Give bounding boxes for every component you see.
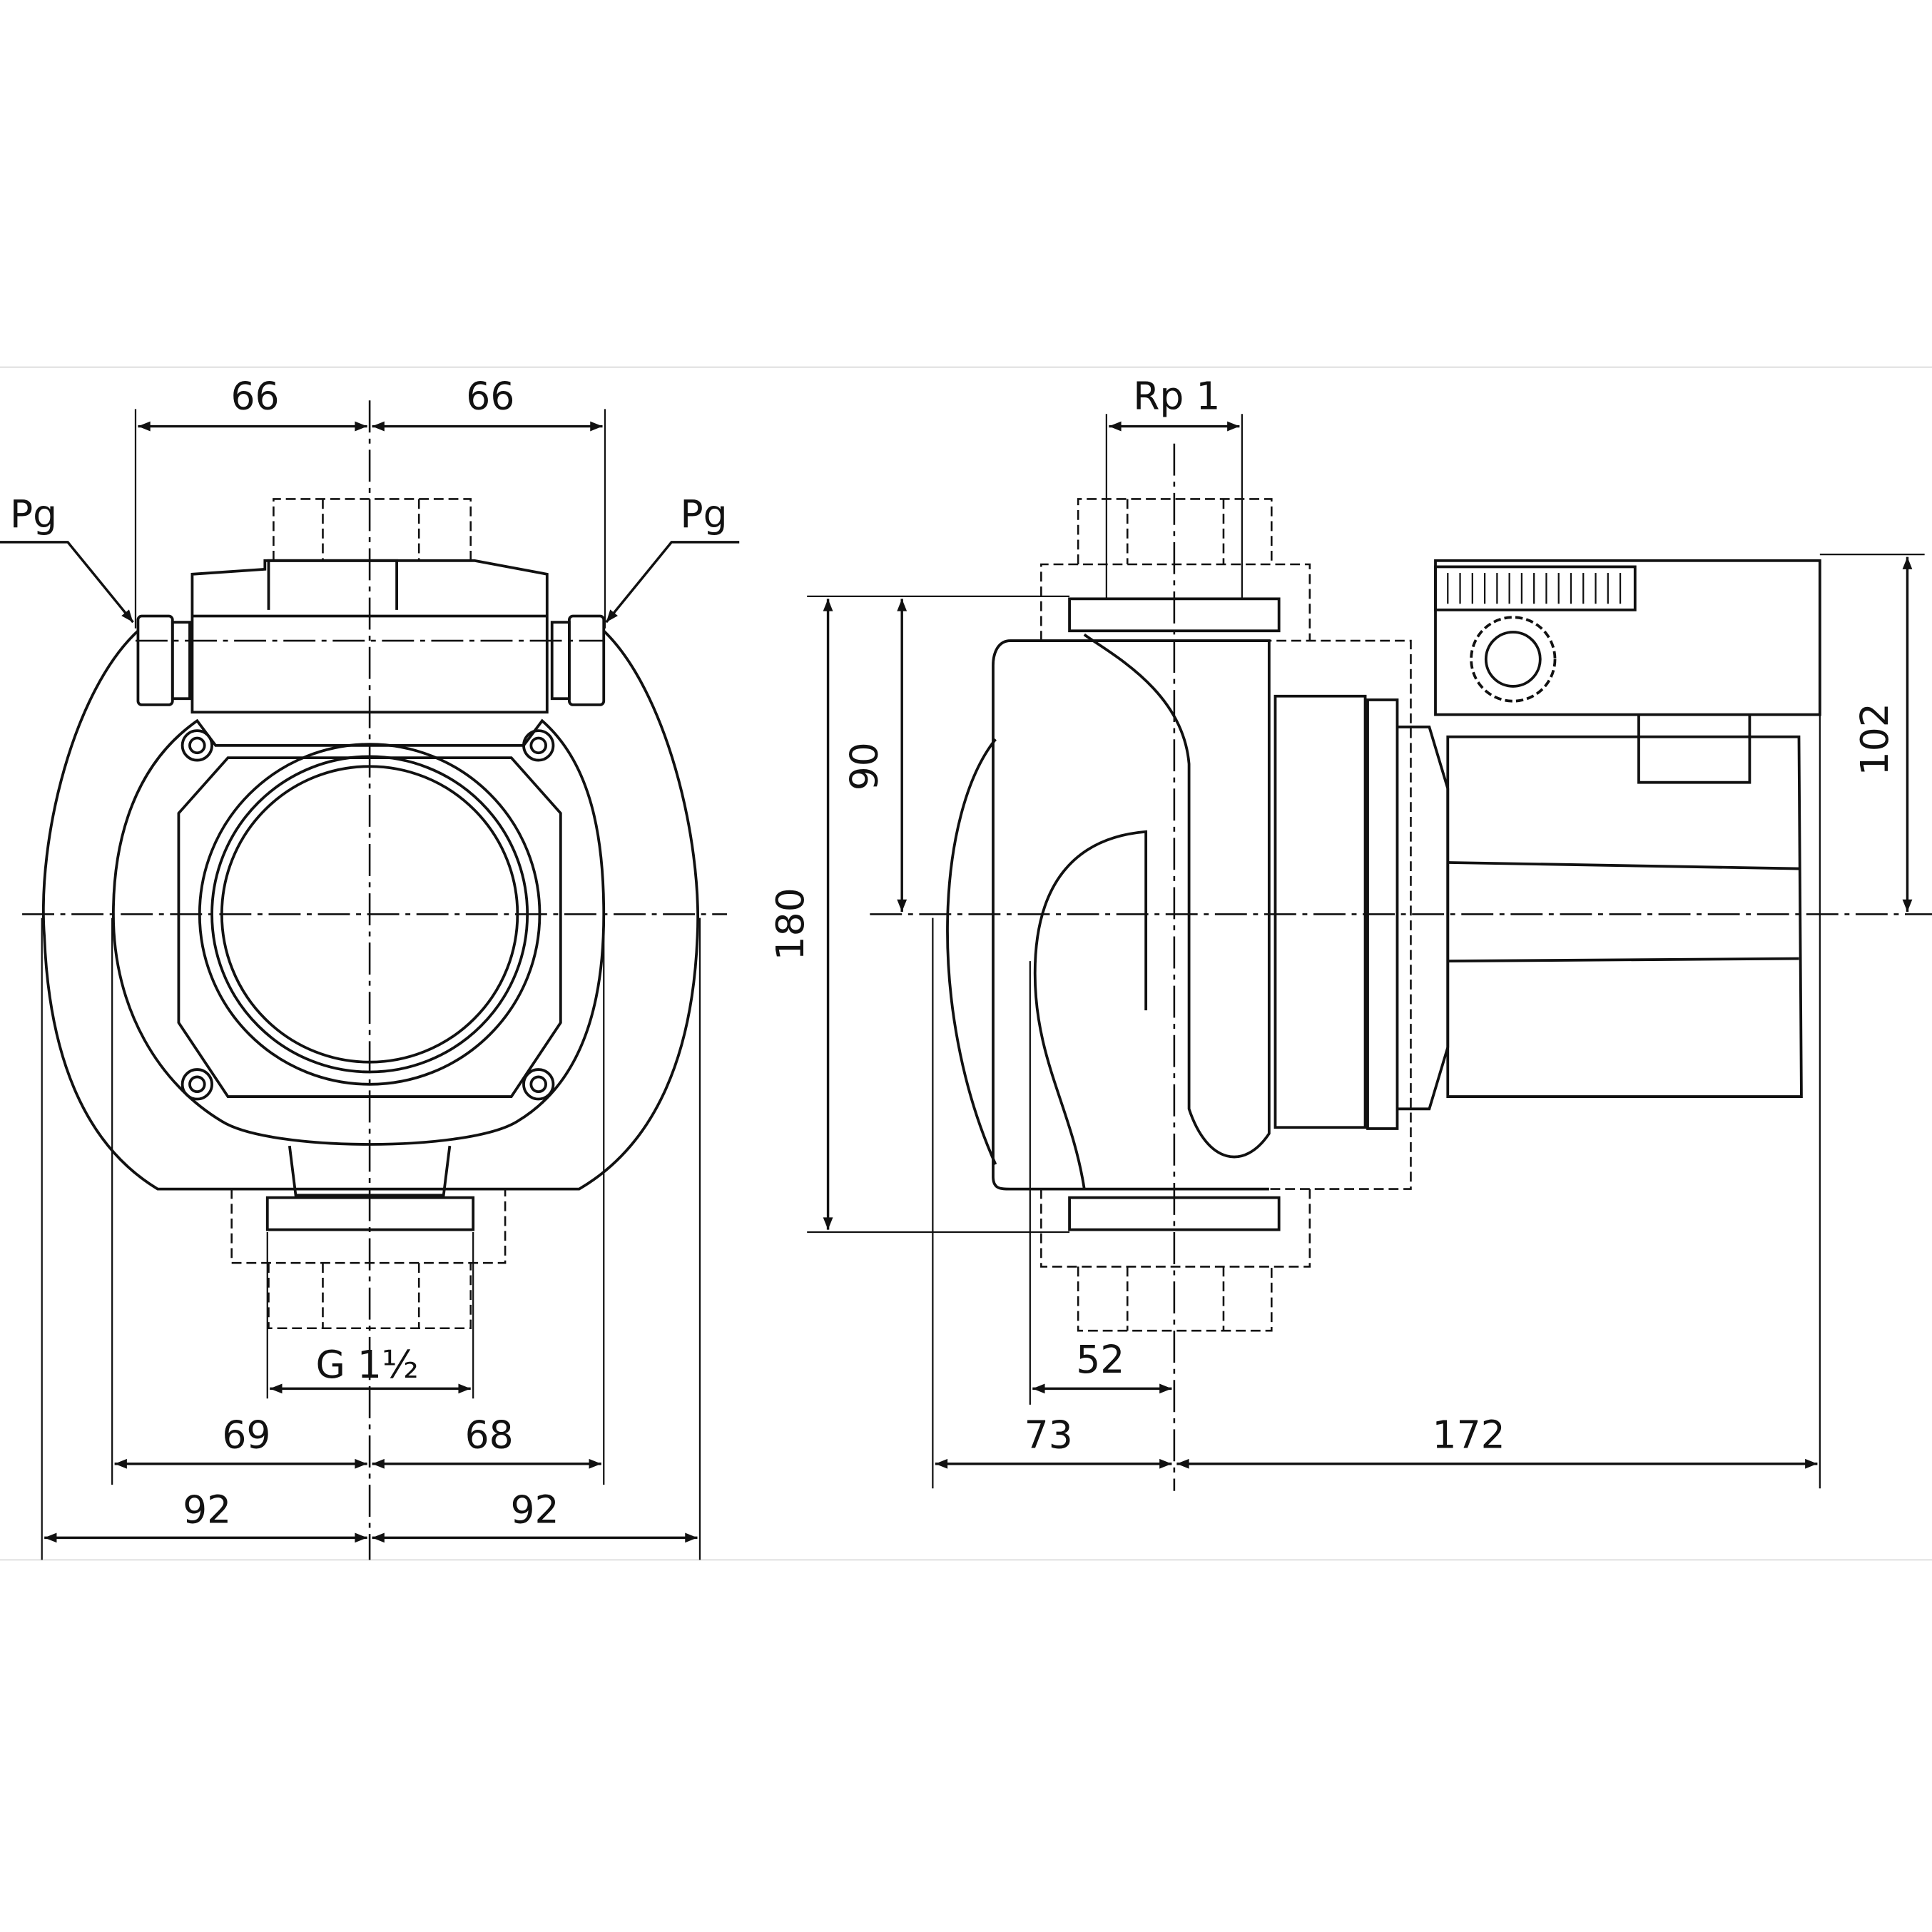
dim-outer-right-label: 92 — [510, 1488, 559, 1532]
side-bottom-union-outline — [1040, 1189, 1311, 1332]
motor-flange-body — [111, 718, 606, 1146]
dim-inner-left-label: 69 — [222, 1412, 270, 1457]
dim-thread-label: G 1½ — [315, 1342, 418, 1387]
pg-left-label: Pg — [10, 492, 57, 537]
motor-can — [1446, 735, 1803, 1098]
side-bottom-flange — [1068, 1196, 1281, 1231]
dim-total-height-label: 180 — [768, 888, 813, 960]
dim-left-depth-label: 73 — [1025, 1412, 1073, 1457]
pump-bore-inner — [220, 765, 519, 1064]
dim-flange-offset-label: 52 — [1076, 1337, 1124, 1382]
bolt-holes — [181, 729, 555, 1101]
bottom-flange — [265, 1196, 475, 1231]
dim-motor-height-label: 102 — [1852, 703, 1897, 776]
dim-outer-left-label: 92 — [183, 1488, 231, 1532]
dim-top-right-label: 66 — [466, 373, 514, 418]
pump-bore-outer — [198, 743, 542, 1086]
pg-left-leader — [0, 541, 134, 624]
pg-right-leader — [605, 541, 740, 624]
volute-body — [992, 633, 1271, 1191]
pump-housing-octagon — [177, 756, 562, 1098]
dim-port-label: Rp 1 — [1133, 373, 1220, 418]
bottom-union-outline — [230, 1189, 507, 1330]
dim-inner-right-label: 68 — [465, 1412, 514, 1457]
dim-half-height-label: 90 — [842, 742, 887, 790]
dim-top-left-label: 66 — [230, 373, 279, 418]
front-view: Pg Pg 66 66 G 1½ 69 68 92 92 — [0, 373, 740, 1560]
pg-right-label: Pg — [680, 492, 727, 537]
pump-neck — [288, 1145, 452, 1197]
motor-flange-plate — [1366, 698, 1399, 1130]
control-knob-inner — [1484, 631, 1542, 688]
cable-gland-left — [136, 614, 191, 706]
motor-flange-collar — [1397, 726, 1450, 1111]
electronics-module — [1434, 559, 1821, 716]
pump-bore-mid — [210, 755, 529, 1074]
motor-adapter — [1273, 694, 1367, 1129]
side-top-union-outline — [1040, 498, 1311, 641]
terminal-box-top-outline — [273, 498, 472, 561]
side-top-flange — [1068, 597, 1281, 633]
cooling-fins — [1447, 573, 1622, 604]
motor-rib — [1448, 957, 1799, 962]
cable-gland-right — [550, 614, 606, 706]
control-knob-icon — [1470, 616, 1557, 703]
side-housing-arc — [946, 738, 997, 1165]
dim-right-depth-label: 172 — [1433, 1412, 1505, 1457]
pump-outer-envelope — [41, 629, 699, 1191]
motor-rib — [1448, 861, 1799, 870]
side-view: Rp 1 180 90 102 52 73 172 — [768, 373, 1932, 1491]
motor-rear-tab — [1637, 714, 1751, 784]
terminal-box-cap — [267, 559, 399, 610]
terminal-box — [190, 559, 549, 714]
